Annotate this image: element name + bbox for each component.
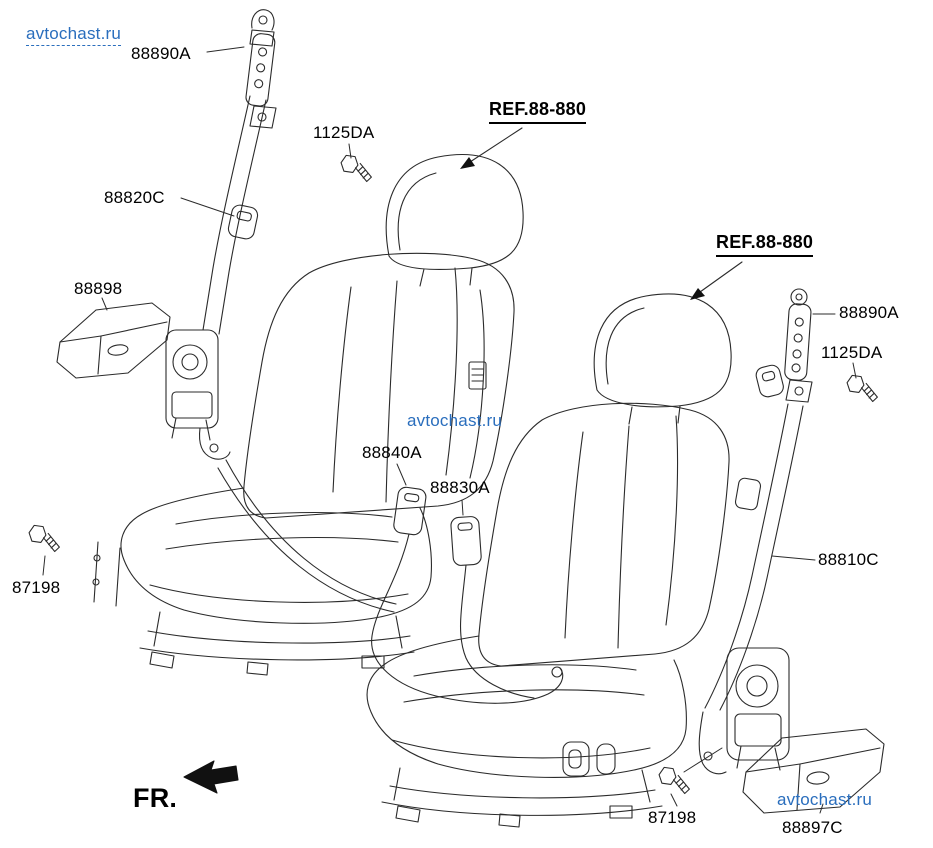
bolt-1125da-right [844,374,881,403]
ref-label-right: REF.88-880 [716,232,814,257]
right-seat-drawing [366,293,732,828]
left-retractor [165,329,219,441]
left-belt-webbing [202,95,251,331]
buckle-88830a [450,516,535,699]
left-backrest [243,252,515,519]
part-label-88820c: 88820C [104,188,165,207]
part-label-88890a-top: 88890A [131,44,191,63]
leader-lines [42,46,857,814]
cover-88898 [56,302,171,379]
right-seatbelt-assembly [698,288,813,775]
left-seat-drawing [92,153,524,676]
right-cushion [366,635,687,778]
part-label-88898: 88898 [74,279,123,298]
left-height-adjuster [245,33,276,107]
right-belt-webbing [704,403,789,709]
part-label-87198-bottom: 87198 [648,808,697,827]
part-label-1125da-top: 1125DA [313,123,375,142]
part-label-88840a: 88840A [362,443,422,462]
right-belt-guide [755,364,784,398]
watermark-center: avtochast.ru [407,411,503,430]
watermark-top-left: avtochast.ru [26,24,122,46]
right-backrest [478,402,730,667]
part-label-88897c: 88897C [782,818,843,837]
right-retractor [726,647,790,771]
fr-direction-arrow [183,760,239,794]
left-belt-top-hook [251,9,275,31]
ref-arrow-left [460,127,523,169]
part-label-1125da-right: 1125DA [821,343,883,362]
watermark-bottom-right: avtochast.ru [777,790,873,809]
left-cushion [120,487,432,624]
part-label-88890a-right: 88890A [839,303,899,322]
part-label-88830a: 88830A [430,478,490,497]
buckle-88840a [371,486,564,704]
cover-88897c [742,728,885,814]
bolt-87198-left [26,524,63,553]
left-headrest [385,153,524,270]
ref-arrow-right [690,261,743,300]
part-label-88810c: 88810C [818,550,879,569]
part-label-87198-left: 87198 [12,578,61,597]
left-belt-guide [227,204,259,240]
ref-label-left: REF.88-880 [489,99,587,124]
front-direction-label: FR. [133,783,178,813]
right-height-adjuster [784,303,812,381]
right-headrest [593,293,732,408]
bolt-1125da-top [338,154,375,183]
left-seatbelt-assembly [165,9,397,613]
